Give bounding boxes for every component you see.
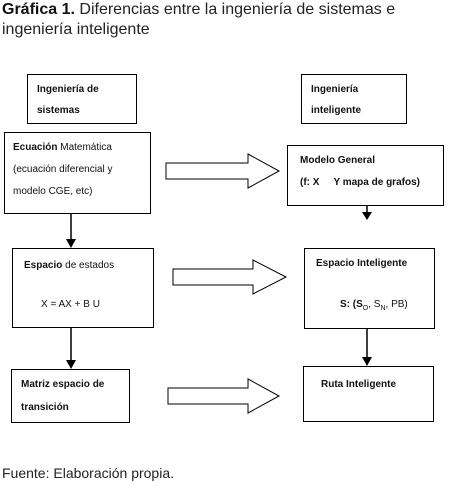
- block-arrow-estados-to-espacio: [172, 259, 288, 295]
- espacio-inteligente-title: Espacio Inteligente: [316, 258, 408, 269]
- box-ecuacion-matematica: Ecuación Matemática (ecuación diferencia…: [4, 132, 151, 214]
- estados-title: Espacio de estados: [24, 260, 115, 271]
- source-note: Fuente: Elaboración propia.: [2, 464, 174, 482]
- modelo-line1: Modelo General: [300, 155, 376, 166]
- figure-title: Gráfica 1. Diferencias entre la ingenier…: [2, 0, 447, 40]
- ecuacion-line2: (ecuación diferencial y: [13, 164, 113, 175]
- arrow-down-espacio-to-ruta: [362, 329, 372, 366]
- header-left-line2: sistemas: [37, 105, 80, 116]
- ecuacion-line3: modelo CGE, etc): [13, 186, 93, 197]
- matriz-line1: Matriz espacio de: [21, 379, 105, 390]
- box-matriz-transicion: Matriz espacio de transición: [11, 369, 130, 423]
- figure-title-text: Diferencias entre la ingeniería de siste…: [2, 1, 396, 38]
- ruta-title: Ruta Inteligente: [321, 379, 397, 390]
- block-arrow-ecuacion-to-modelo: [165, 153, 281, 189]
- source-label: Fuente:: [2, 465, 50, 481]
- figure-label: Gráfica 1.: [2, 1, 75, 18]
- box-espacio-inteligente: Espacio Inteligente S: (SO, SN, PB): [304, 248, 435, 329]
- ecuacion-title: Ecuación Matemática: [13, 142, 112, 153]
- header-right-line1: Ingeniería: [311, 84, 359, 95]
- espacio-inteligente-set: S: (SO, SN, PB): [340, 299, 408, 312]
- box-ruta-inteligente: Ruta Inteligente: [303, 366, 434, 422]
- block-arrow-matriz-to-ruta: [167, 378, 281, 414]
- estados-formula: X = AX + B U: [41, 299, 100, 310]
- matriz-line2: transición: [21, 402, 69, 413]
- arrow-down-ecuacion-to-estados: [66, 214, 76, 248]
- box-espacio-de-estados: Espacio de estados X = AX + B U: [12, 248, 154, 328]
- header-ingenieria-sistemas: Ingeniería de sistemas: [27, 74, 137, 124]
- header-left-line1: Ingeniería de: [37, 84, 99, 95]
- source-text: Elaboración propia.: [49, 465, 175, 481]
- header-ingenieria-inteligente: Ingeniería inteligente: [301, 74, 407, 124]
- arrow-down-estados-to-matriz: [66, 328, 76, 369]
- header-right-line2: inteligente: [311, 105, 362, 116]
- arrow-down-modelo-to-espacio: [362, 206, 372, 220]
